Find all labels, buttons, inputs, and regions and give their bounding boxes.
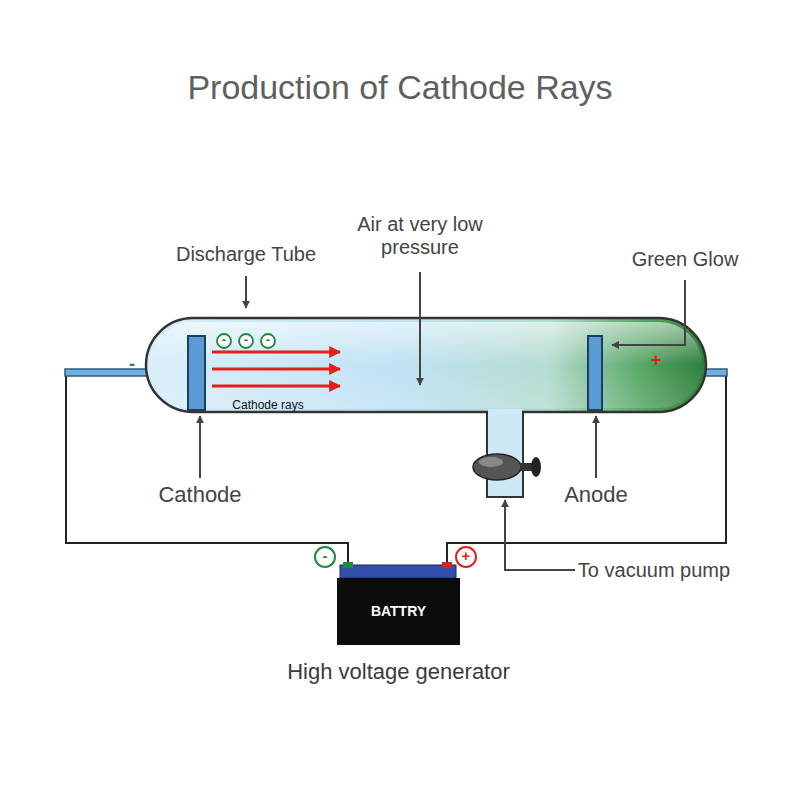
part-label: Cathode [158, 482, 241, 507]
cathode-plate [188, 336, 205, 410]
battery-label: BATTRY [371, 603, 426, 619]
cathode-ray-arrows [212, 352, 340, 386]
negative-terminal-mark [315, 547, 335, 567]
stem-join [488, 409, 522, 415]
electron-sign: - [266, 333, 270, 348]
stopcock [473, 454, 521, 480]
tube-shine [150, 322, 702, 408]
battery-box: BATTRYHigh voltage generator [337, 578, 460, 645]
leader-arrow [200, 272, 685, 570]
stopcock-knob [531, 457, 541, 477]
terminal-sign: - [323, 547, 328, 564]
stopcock-stem [520, 463, 532, 471]
electron-sign: - [222, 333, 226, 348]
battery-body [337, 578, 460, 645]
pump-stem [487, 405, 523, 497]
electron-sign: - [244, 333, 248, 348]
title: Production of Cathode Rays [0, 68, 800, 107]
battery-terminal [442, 562, 452, 568]
ray-label: Cathode rays [232, 399, 303, 413]
stopcock-shine [479, 457, 503, 467]
part-label: Discharge Tube [176, 243, 316, 266]
polarity-sign: - [129, 354, 135, 375]
part-label: Anode [564, 482, 628, 507]
polarity-sign: + [651, 350, 662, 371]
battery-terminal [343, 562, 353, 568]
battery-caption: High voltage generator [287, 659, 510, 684]
part-label: Air at very low pressure [350, 213, 490, 259]
anode-plate [588, 336, 602, 410]
part-label: Green Glow [632, 248, 739, 271]
positive-terminal-mark [456, 547, 476, 567]
discharge-tube [146, 318, 706, 412]
terminal-sign: + [462, 547, 471, 564]
part-label: To vacuum pump [578, 559, 730, 582]
battery-top [340, 565, 456, 578]
